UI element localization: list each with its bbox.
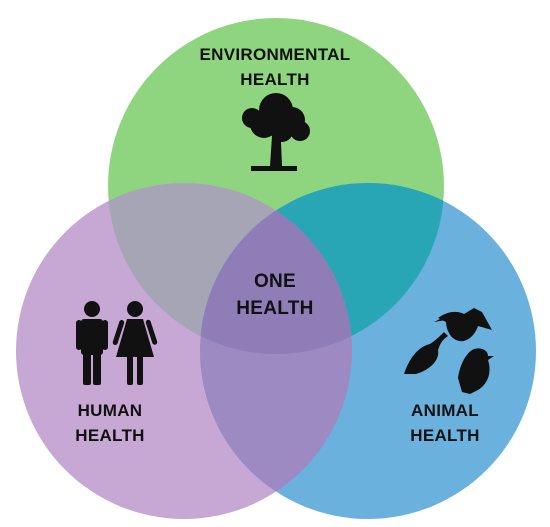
birds-icon <box>404 308 494 394</box>
human-health-label-line1: HUMAN <box>77 401 143 420</box>
one-health-label-line2: HEALTH <box>236 298 314 319</box>
environmental-health-label-line2: HEALTH <box>240 70 310 89</box>
tree-icon <box>242 93 310 171</box>
one-health-center-overlap <box>200 183 352 354</box>
environmental-health-label: ENVIRONMENTAL HEALTH <box>175 42 375 92</box>
animal-health-label: ANIMAL HEALTH <box>370 398 520 448</box>
human-health-label-line2: HEALTH <box>75 426 145 445</box>
one-health-label-line1: ONE <box>253 271 297 292</box>
one-health-label: ONE HEALTH <box>205 268 345 322</box>
human-health-label: HUMAN HEALTH <box>30 398 190 448</box>
man-woman-icon <box>76 301 158 385</box>
animal-health-label-line2: HEALTH <box>410 426 480 445</box>
animal-health-label-line1: ANIMAL <box>411 401 479 420</box>
environmental-health-label-line1: ENVIRONMENTAL <box>199 45 351 64</box>
